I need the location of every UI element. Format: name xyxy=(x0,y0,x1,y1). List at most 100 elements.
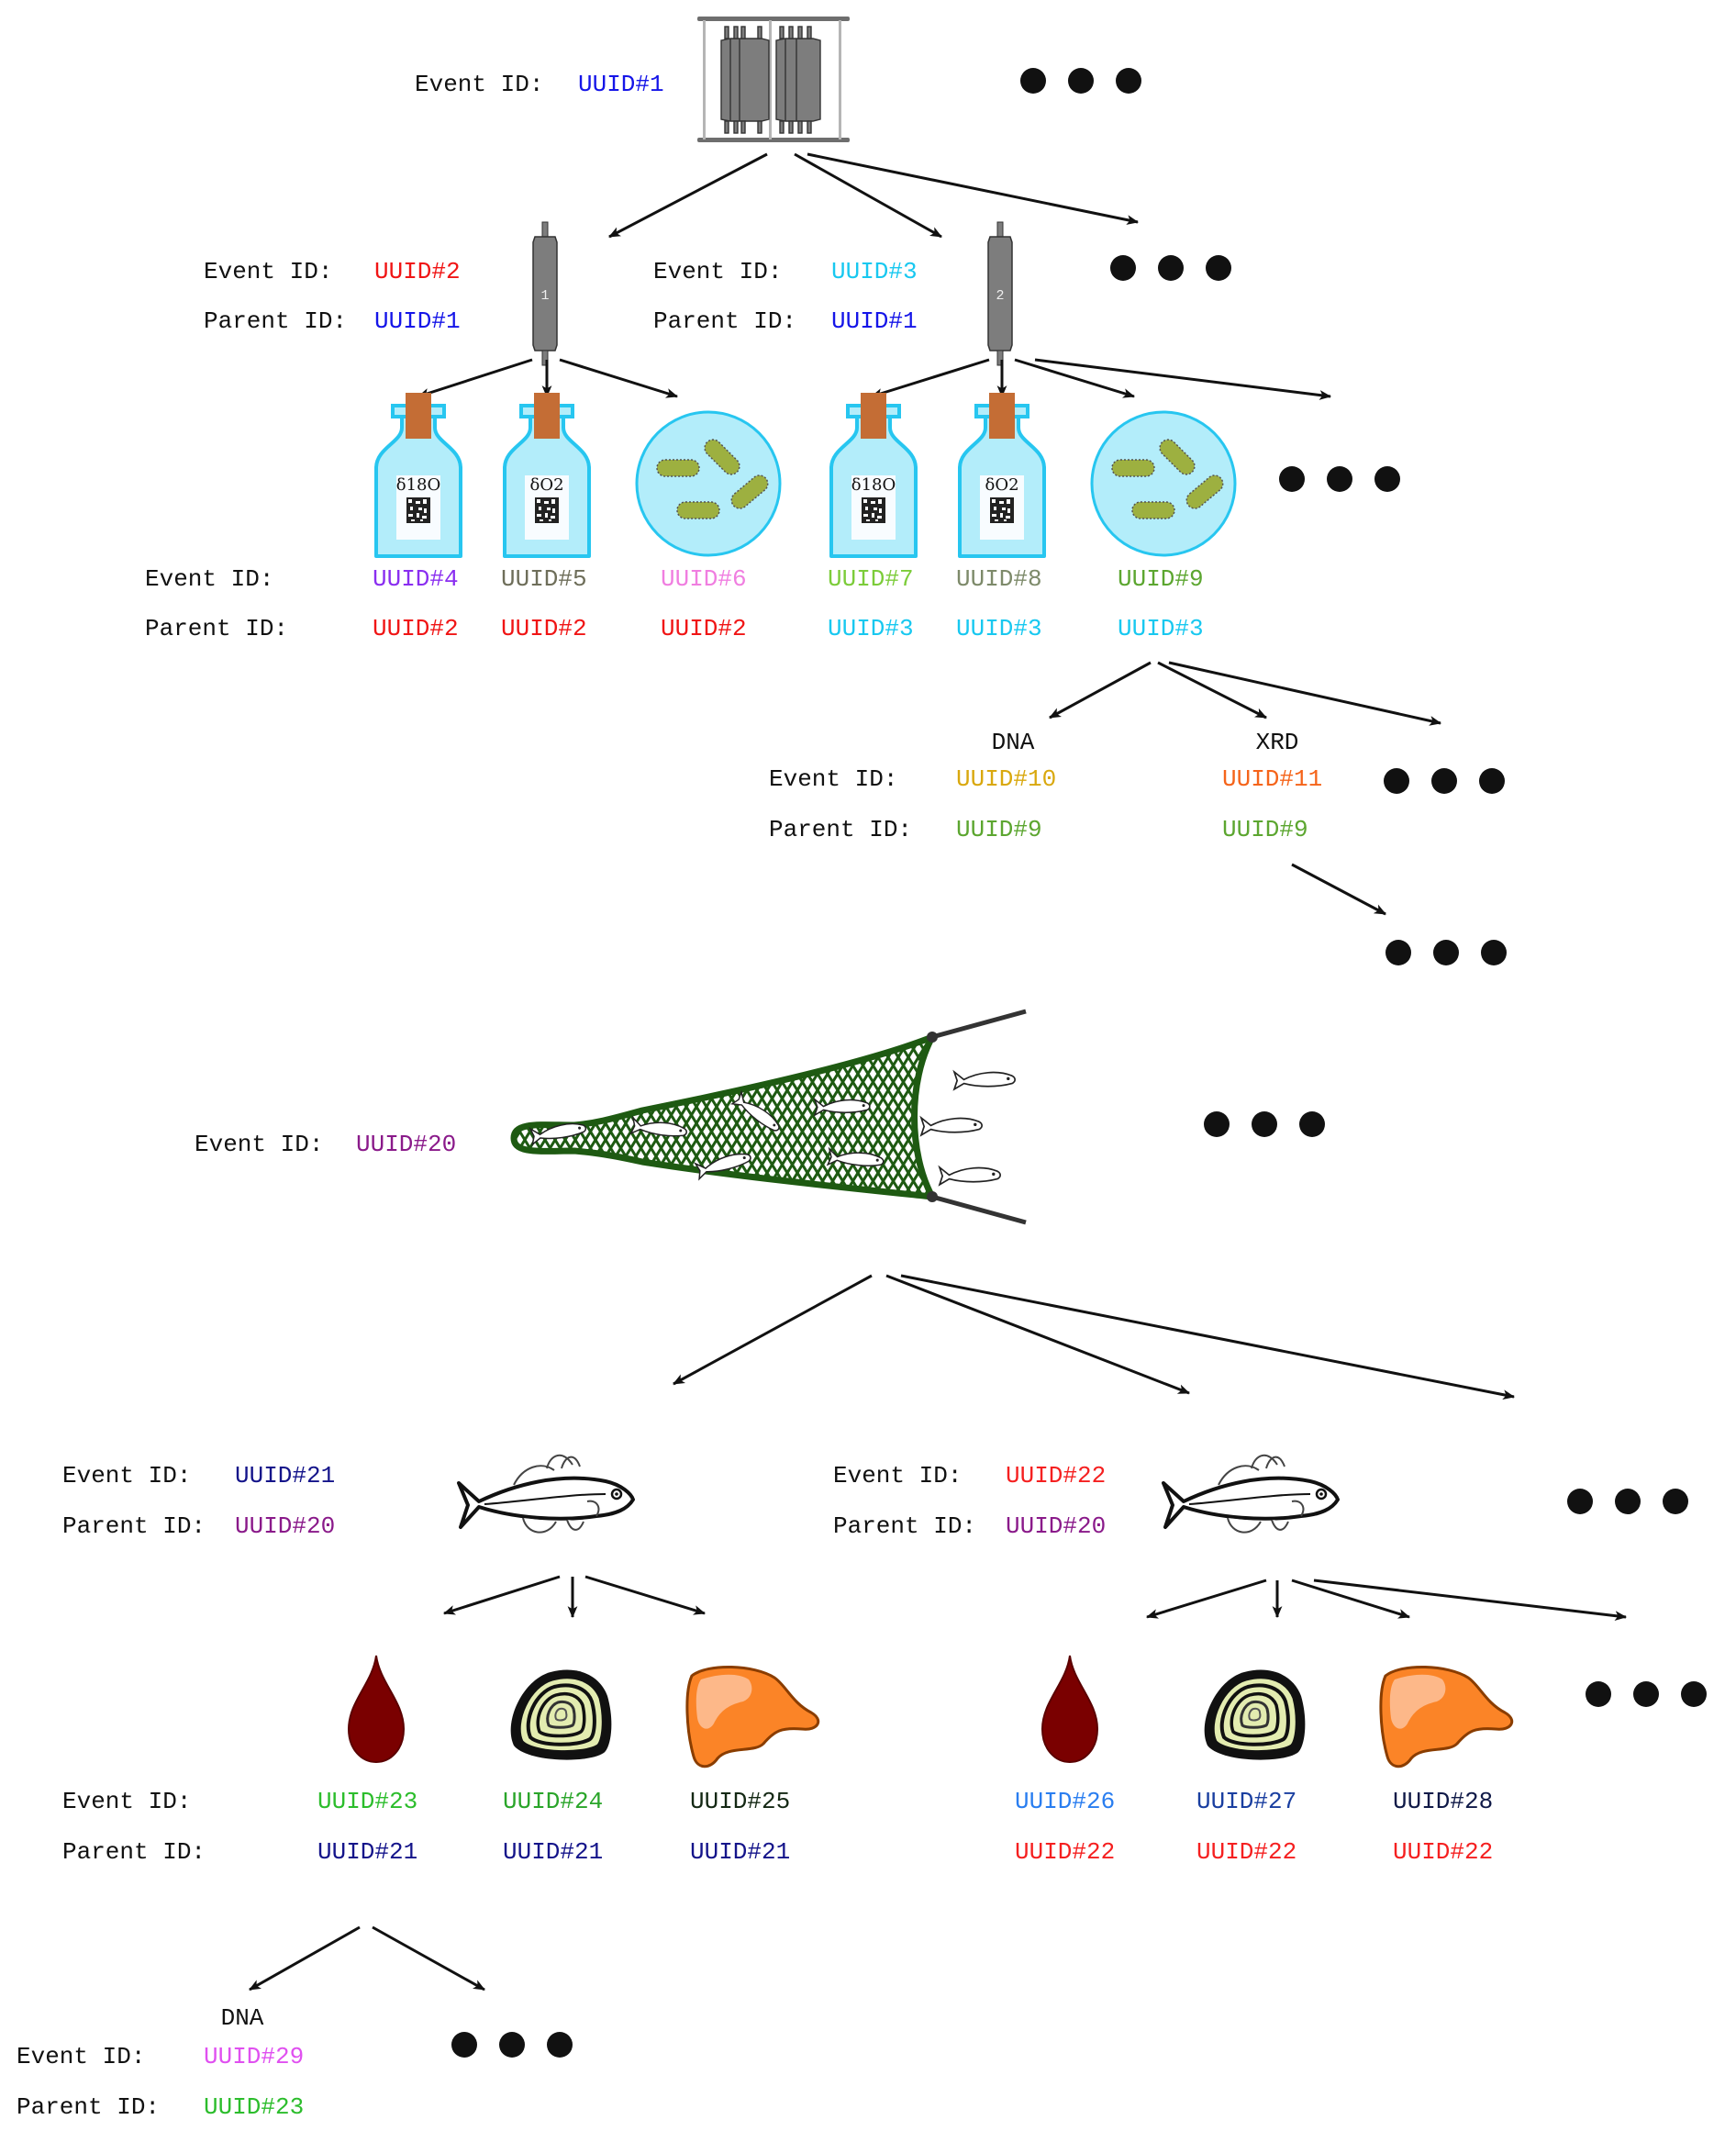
arrow xyxy=(870,358,990,398)
bottle-label: δO2 xyxy=(985,475,1018,495)
arrow xyxy=(1157,661,1267,720)
arrow xyxy=(559,358,679,398)
event-id-value: UUID#3 xyxy=(831,258,918,285)
event-id-label: Event ID: xyxy=(769,765,897,793)
otolith-icon xyxy=(1205,1670,1306,1760)
event-id-value: UUID#21 xyxy=(235,1462,335,1489)
event-id-value: UUID#1 xyxy=(578,71,664,98)
parent-id-value: UUID#21 xyxy=(503,1838,603,1866)
event-3-node: Event ID: UUID#3 Parent ID: UUID#1 2 xyxy=(653,221,1013,366)
arrow xyxy=(584,1575,707,1615)
event-id-value: UUID#27 xyxy=(1196,1788,1296,1815)
parent-id-value: UUID#9 xyxy=(956,816,1042,843)
arrow xyxy=(1034,358,1332,400)
arrow xyxy=(442,1575,561,1615)
arrow xyxy=(794,152,942,239)
analysis-row-1: DNA XRD Event ID: Parent ID: UUID#10 UUI… xyxy=(769,729,1322,843)
event-20-node: Event ID: UUID#20 xyxy=(195,1009,1027,1225)
arrow xyxy=(1168,661,1442,726)
arrows-from-event-23 xyxy=(249,1925,485,1991)
event-id-value: UUID#7 xyxy=(828,565,914,593)
event-id-value: UUID#25 xyxy=(690,1788,790,1815)
event-id-label: Event ID: xyxy=(17,2043,145,2070)
arrow xyxy=(608,152,768,239)
event-id-value: UUID#24 xyxy=(503,1788,603,1815)
arrows-from-event-2 xyxy=(417,358,679,398)
liver-icon xyxy=(685,1665,820,1768)
parent-id-value: UUID#22 xyxy=(1393,1838,1493,1866)
event-1-node: Event ID: UUID#1 xyxy=(415,17,850,142)
arrow xyxy=(249,1925,361,1991)
event-id-label: Event ID: xyxy=(145,565,273,593)
event-id-value: UUID#10 xyxy=(956,765,1056,793)
parent-id-value: UUID#2 xyxy=(501,615,587,642)
arrows-from-event-1 xyxy=(608,152,1140,239)
column-rack-icon xyxy=(697,17,850,142)
water-sample-bottle-icon: δ18O xyxy=(374,391,462,558)
event-id-label: Event ID: xyxy=(62,1462,191,1489)
bottle-label: δ18O xyxy=(396,475,441,495)
arrow xyxy=(1313,1579,1628,1621)
event-22-node: Event ID: UUID#22 Parent ID: UUID#20 xyxy=(833,1453,1340,1540)
ellipsis-icon xyxy=(1385,940,1507,965)
event-id-value: UUID#23 xyxy=(317,1788,417,1815)
ellipsis-icon xyxy=(1020,68,1141,94)
liver-icon xyxy=(1379,1665,1514,1768)
analysis-type-label: XRD xyxy=(1256,729,1299,756)
parent-id-value: UUID#3 xyxy=(956,615,1042,642)
arrows-from-event-20 xyxy=(673,1274,1516,1400)
parent-id-value: UUID#1 xyxy=(374,307,461,335)
arrow xyxy=(417,358,533,398)
event-29-node: DNA Event ID: UUID#29 Parent ID: UUID#23 xyxy=(17,2004,304,2121)
analysis-type-label: DNA xyxy=(221,2004,264,2032)
column-icon: 1 xyxy=(532,221,558,366)
event-id-value: UUID#8 xyxy=(956,565,1042,593)
arrow xyxy=(1145,1579,1267,1619)
parent-id-label: Parent ID: xyxy=(769,816,912,843)
parent-id-value: UUID#3 xyxy=(1118,615,1204,642)
blood-drop-icon xyxy=(348,1655,405,1763)
parent-id-label: Parent ID: xyxy=(145,615,288,642)
event-id-value: UUID#6 xyxy=(661,565,747,593)
parent-id-value: UUID#9 xyxy=(1222,816,1308,843)
ellipsis-icon xyxy=(1384,768,1505,794)
event-id-value: UUID#28 xyxy=(1393,1788,1493,1815)
otolith-icon xyxy=(511,1670,612,1760)
parent-id-value: UUID#2 xyxy=(373,615,459,642)
ellipsis-icon xyxy=(1110,255,1231,281)
arrow xyxy=(885,1274,1191,1395)
bottle-label: δ18O xyxy=(851,475,896,495)
parent-id-value: UUID#21 xyxy=(317,1838,417,1866)
blood-drop-icon xyxy=(1041,1655,1098,1763)
analysis-type-label: DNA xyxy=(992,729,1035,756)
event-id-label: Event ID: xyxy=(415,71,543,98)
parent-id-value: UUID#3 xyxy=(828,615,914,642)
arrow xyxy=(807,152,1140,225)
event-id-value: UUID#11 xyxy=(1222,765,1322,793)
arrow xyxy=(1049,661,1152,720)
event-id-value: UUID#4 xyxy=(373,565,459,593)
parent-id-label: Parent ID: xyxy=(62,1838,206,1866)
arrow xyxy=(1014,358,1136,398)
event-id-value: UUID#26 xyxy=(1015,1788,1115,1815)
arrows-from-event-9 xyxy=(1049,661,1442,916)
bacteria-culture-icon xyxy=(635,410,782,557)
arrow xyxy=(900,1274,1516,1400)
event-id-value: UUID#29 xyxy=(204,2043,304,2070)
tissue-row-labels: Event ID: Parent ID: UUID#23 UUID#21 UUI… xyxy=(62,1788,1493,1866)
parent-id-label: Parent ID: xyxy=(653,307,796,335)
trawl-net-icon xyxy=(510,1009,1027,1225)
event-21-node: Event ID: UUID#21 Parent ID: UUID#20 xyxy=(62,1453,635,1540)
parent-id-value: UUID#20 xyxy=(1006,1512,1106,1540)
parent-id-label: Parent ID: xyxy=(17,2093,160,2121)
ellipsis-icon xyxy=(451,2032,573,2058)
event-id-value: UUID#9 xyxy=(1118,565,1204,593)
arrows-from-event-22 xyxy=(1145,1579,1628,1621)
event-id-label: Event ID: xyxy=(653,258,782,285)
water-sample-bottle-icon: δ18O xyxy=(829,391,918,558)
parent-id-value: UUID#1 xyxy=(831,307,918,335)
column-number: 1 xyxy=(540,288,549,304)
arrow xyxy=(372,1925,485,1991)
water-sample-bottle-icon: δO2 xyxy=(958,391,1046,558)
ellipsis-icon xyxy=(1567,1489,1688,1514)
